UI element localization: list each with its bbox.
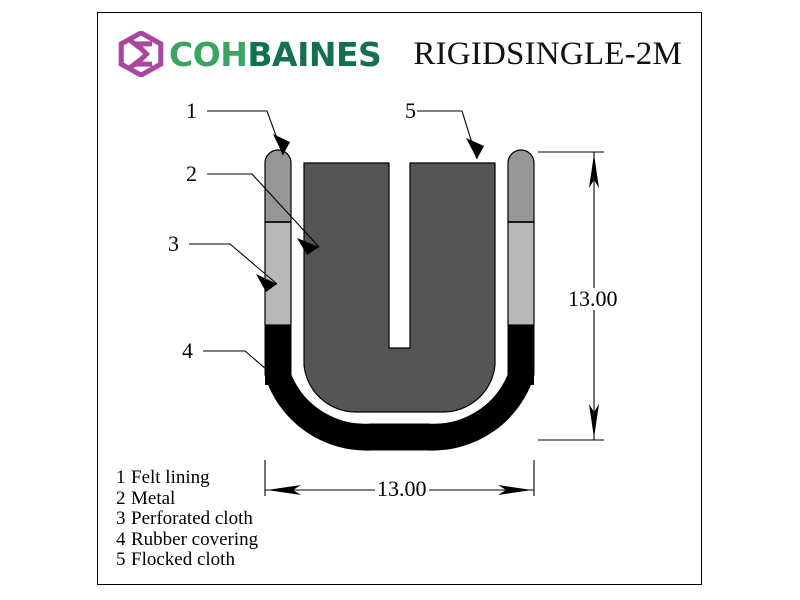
callout-leader-5 (417, 110, 478, 160)
flocked-cloth-body (303, 162, 496, 413)
callout-number-1: 1 (186, 98, 197, 123)
rubber-covering-right-leg (508, 325, 534, 385)
metal-felt-left (264, 149, 292, 223)
callout-number-2: 2 (186, 161, 197, 186)
dim-v-arrow-top (589, 154, 599, 188)
brand-word-baines: BAINES (247, 34, 382, 74)
vertical-dimension-arrows (589, 154, 599, 438)
perforated-cloth-left (264, 221, 292, 326)
callout-number-3: 3 (168, 231, 179, 256)
callout-leader-1 (207, 110, 284, 156)
dim-h-arrow-right (498, 485, 532, 495)
dim-h-arrow-left (267, 485, 301, 495)
legend-index-3: 3 (116, 508, 126, 529)
legend-label-1: Felt lining (131, 467, 210, 488)
legend-item-2: 2 Metal (116, 487, 258, 510)
callout-number-4: 4 (182, 338, 193, 363)
legend-item-4: 4 Rubber covering (116, 528, 259, 551)
callout-leader-4 (203, 350, 288, 388)
horizontal-dimension-arrows (267, 485, 532, 495)
legend-item-1: 1 Felt lining (116, 467, 258, 489)
rubber-covering-left-leg (265, 325, 291, 385)
hexagon-interlock-logo-icon (118, 31, 164, 77)
legend-label-2: Metal (131, 487, 176, 509)
brand-wordmark: COHBAINES (169, 34, 382, 74)
legend-label-4: Rubber covering (131, 528, 259, 550)
legend-item-3: 3 Perforated cloth (116, 508, 258, 530)
arrowhead-1 (273, 134, 290, 155)
brand-logo: COHBAINES (118, 30, 382, 78)
dim-v-arrow-bottom (589, 404, 599, 438)
legend-item-5: 5 Flocked cloth (116, 549, 258, 571)
page-title: RIGIDSINGLE-2M (413, 36, 682, 72)
arrowhead-4 (265, 378, 287, 395)
callout-leader-2 (207, 173, 320, 248)
legend-label-3: Perforated cloth (131, 508, 253, 529)
callout-number-5: 5 (405, 98, 416, 123)
legend-index-4: 4 (116, 528, 126, 550)
metal-felt-right (507, 149, 535, 223)
legend-index-5: 5 (116, 549, 126, 570)
legend: 1 Felt lining 2 Metal 3 Perforated cloth… (116, 467, 259, 571)
vertical-dimension-value: 13.00 (566, 286, 620, 311)
legend-index-1: 1 (116, 467, 126, 488)
callout-arrowheads (256, 134, 484, 395)
legend-index-2: 2 (116, 487, 126, 509)
horizontal-dimension-value: 13.00 (375, 476, 429, 501)
perforated-cloth-right (507, 221, 535, 326)
arrowhead-5 (466, 138, 484, 159)
brand-word-coh: COH (169, 34, 248, 74)
callout-leader-3 (189, 243, 278, 285)
arrowhead-3 (256, 274, 277, 292)
arrowhead-2 (297, 238, 319, 255)
legend-label-5: Flocked cloth (131, 549, 235, 570)
profile-assembly (264, 149, 535, 451)
